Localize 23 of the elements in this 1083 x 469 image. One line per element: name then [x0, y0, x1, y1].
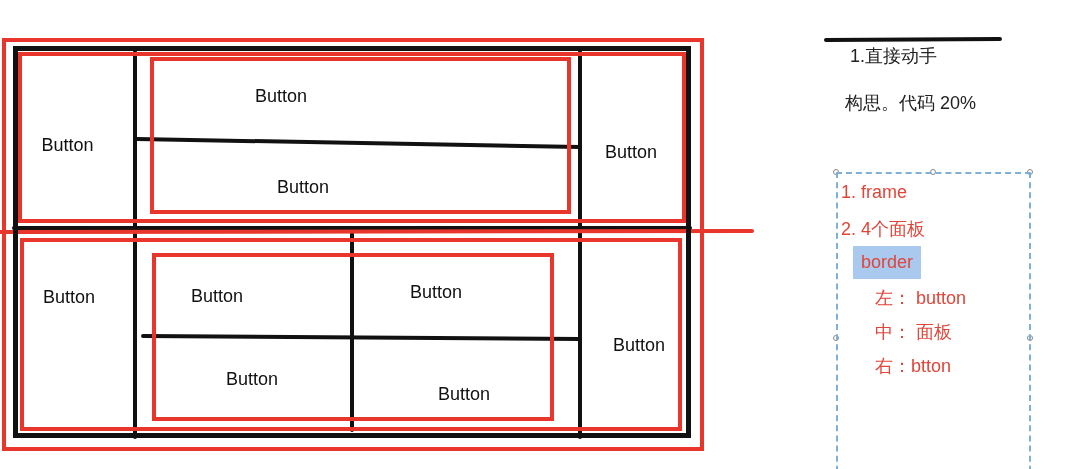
highlighted-text: border [853, 246, 922, 279]
cell-label: Button [419, 379, 509, 409]
note-text: 左： button [875, 287, 967, 310]
cell-label: Button [391, 277, 481, 307]
note-text: 2. 4个面板 [841, 218, 926, 241]
panel-box [20, 238, 682, 431]
cell-label: Button [258, 172, 348, 202]
cell-label: Button [207, 364, 297, 394]
cell-label: Button [20, 130, 115, 160]
note-text: 构思。代码 20% [845, 92, 977, 115]
panel-box [18, 52, 686, 223]
cell-label: Button [586, 137, 676, 167]
note-text: 右：btton [875, 355, 952, 378]
note-text: 中： 面板 [875, 321, 952, 344]
cell-label: Button [172, 281, 262, 311]
panel-box [150, 57, 571, 214]
cell-label: Button [24, 282, 114, 312]
struck-text: 1.直接动手 [850, 45, 937, 68]
cell-label: Button [594, 330, 684, 360]
note-box [836, 172, 1031, 469]
panel-box [152, 253, 554, 421]
cell-label: Button [236, 81, 326, 111]
note-text: 1. frame [841, 182, 908, 203]
